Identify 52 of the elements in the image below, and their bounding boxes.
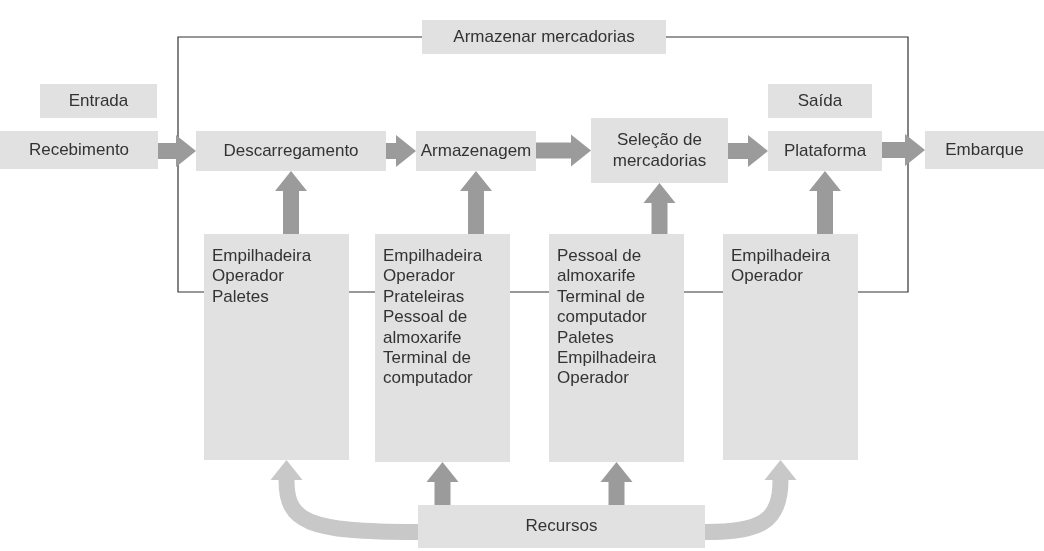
box-text: Saída <box>797 90 843 112</box>
resource-box <box>375 234 510 462</box>
process-box <box>768 131 882 171</box>
section-label-box <box>40 84 157 118</box>
process-box <box>925 131 1044 169</box>
section-label-box <box>768 84 872 118</box>
process-box <box>0 131 158 169</box>
box-text: Terminal de computador <box>383 347 474 389</box>
box-text: Recursos <box>525 516 598 537</box>
resource-box <box>418 505 705 548</box>
box-text: Pessoal de almoxarife <box>557 246 643 287</box>
block-arrow <box>728 135 768 167</box>
resource-box <box>204 234 349 460</box>
box-text: Prateleiras <box>383 286 465 308</box>
box-text: Embarque <box>945 139 1024 161</box>
box-text: Entrada <box>68 90 129 112</box>
box-text: Operador <box>731 266 803 287</box>
title-box <box>422 20 666 54</box>
box-text: Paletes <box>557 327 614 348</box>
process-box <box>591 118 728 183</box>
box-text: Empilhadeira <box>731 246 831 267</box>
box-text: Operador <box>557 368 629 389</box>
block-arrow <box>536 134 591 167</box>
process-box <box>196 131 386 171</box>
box-text: Empilhadeira <box>557 347 657 369</box>
box-text: Empilhadeira <box>383 246 483 267</box>
block-arrow <box>600 462 633 505</box>
block-arrow <box>386 135 416 167</box>
block-arrow <box>882 134 925 166</box>
box-text: Seleção de mercadorias <box>611 130 708 171</box>
box-text: Paletes <box>212 286 269 308</box>
box-text: Armazenagem <box>420 140 532 162</box>
box-text: Descarregamento <box>223 140 359 162</box>
block-arrow <box>809 171 841 234</box>
box-text: Pessoal de almoxarife <box>383 307 469 348</box>
block-arrow <box>426 462 459 505</box>
box-text: Empilhadeira <box>212 246 312 267</box>
block-arrow <box>158 135 196 167</box>
block-arrow <box>460 171 492 234</box>
resource-box <box>549 234 684 462</box>
block-arrow <box>275 171 307 234</box>
box-text: Armazenar mercadorias <box>453 26 635 48</box>
block-arrow <box>643 183 676 234</box>
box-text: Plataforma <box>783 140 867 162</box>
process-box <box>416 131 536 171</box>
block-arrow <box>270 460 419 540</box>
box-text: Operador <box>383 266 455 287</box>
box-text: Operador <box>212 266 284 287</box>
box-text: Terminal de computador <box>557 286 648 328</box>
box-text: Recebimento <box>28 139 130 161</box>
block-arrow <box>704 460 797 540</box>
resource-box <box>723 234 858 460</box>
